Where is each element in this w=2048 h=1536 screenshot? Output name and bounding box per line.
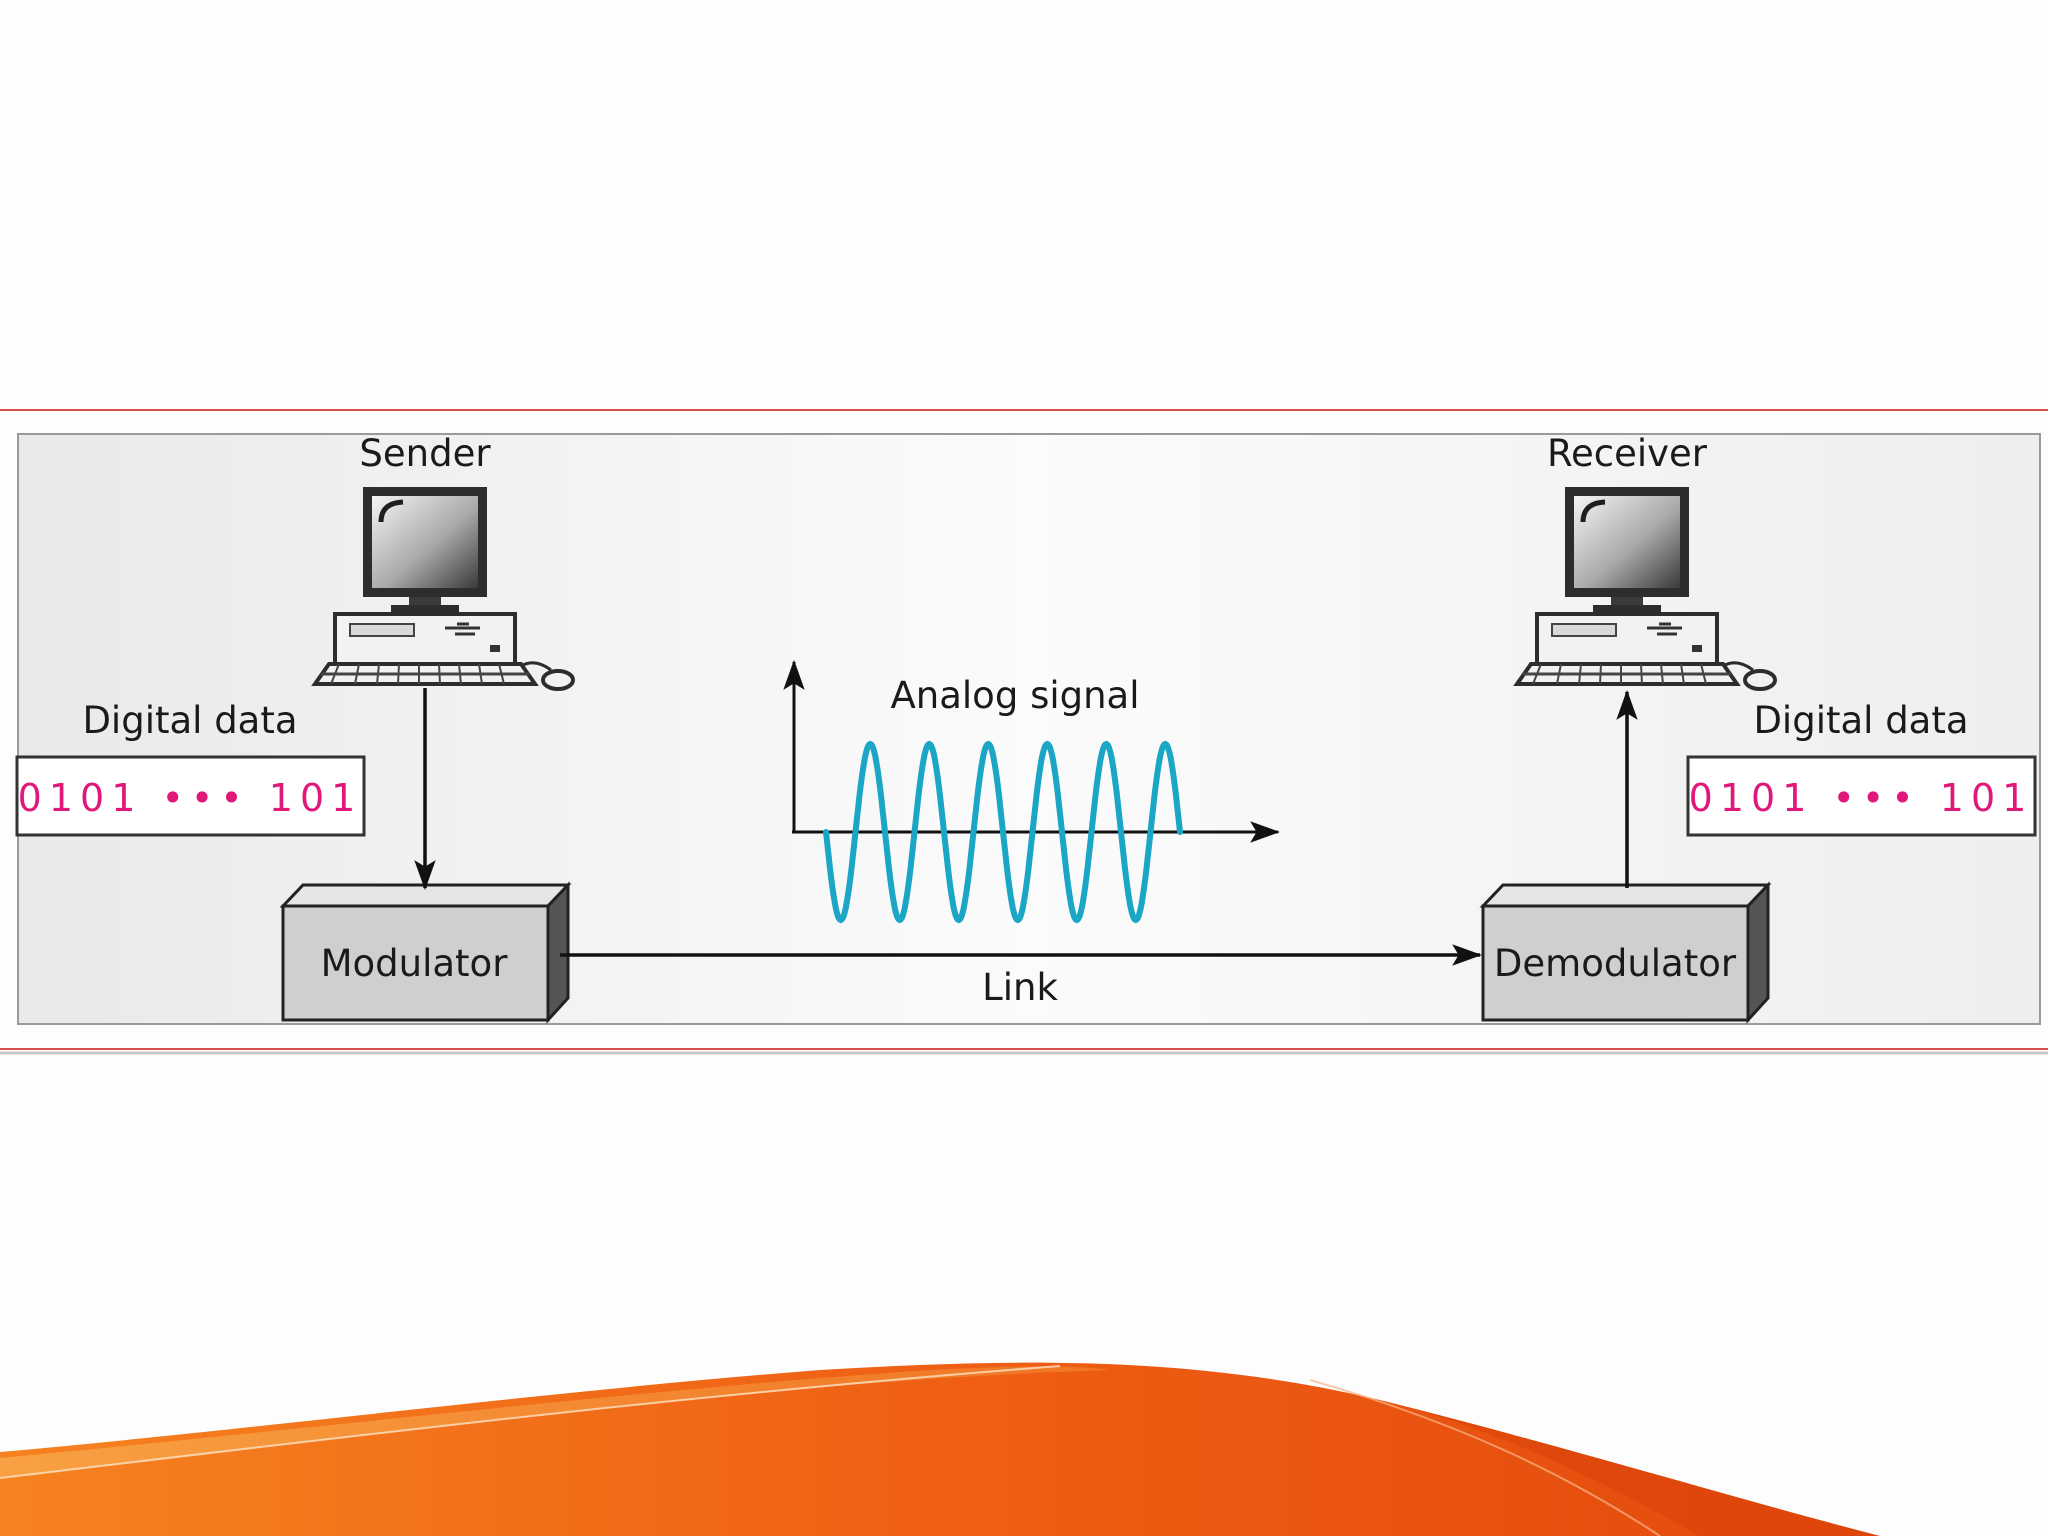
left-bits: 0101 ••• 101 (18, 776, 363, 820)
sender-label: Sender (359, 432, 491, 475)
sine-wave-icon (823, 740, 1183, 924)
demodulator-label: Demodulator (1494, 942, 1737, 985)
modulator-label: Modulator (321, 942, 509, 985)
demodulator-block (1479, 881, 1772, 1024)
left-bits-box (15, 755, 366, 837)
receiver-label: Receiver (1547, 432, 1708, 475)
right-bits-box (1686, 755, 2037, 837)
right-bits: 0101 ••• 101 (1689, 776, 2034, 820)
modulator-block (279, 881, 572, 1024)
analog-signal-label: Analog signal (890, 674, 1139, 717)
decorative-banner (0, 1362, 1880, 1536)
right-digital-data-label: Digital data (1753, 699, 1968, 742)
link-label: Link (982, 966, 1058, 1009)
left-digital-data-label: Digital data (82, 699, 297, 742)
